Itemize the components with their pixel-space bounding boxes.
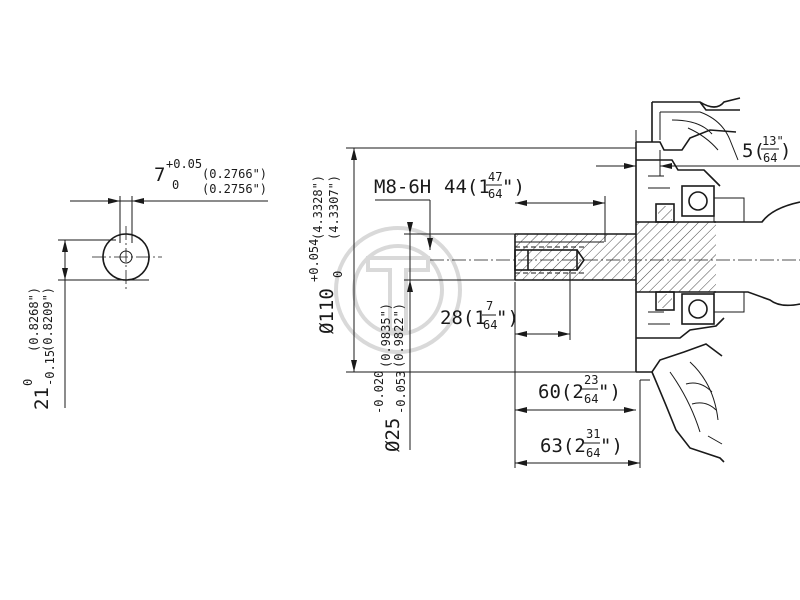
dim-60-den: 64 [584, 392, 598, 406]
dim-5: 5( 13" 64 ) [596, 130, 800, 176]
dim-60-close: ") [598, 381, 621, 403]
shaft-tol-upper: -0.020 [372, 371, 386, 414]
dim-63: 63(2 31 64 ") [515, 380, 641, 468]
keyway-width-tol-lower: 0 [172, 178, 179, 192]
flange-dia: Ø110 [316, 288, 338, 334]
shaft-tol-lower: -0.053 [394, 371, 408, 414]
keyway-depth-inch-upper: (0.8268") [27, 287, 41, 352]
watermark-logo [334, 226, 462, 354]
flange-tol-lower: 0 [331, 271, 345, 278]
dim-44: 44(1 47 64 ") [444, 170, 606, 242]
dim-63-main: 63(2 [540, 435, 586, 457]
dim-5-den: 64 [763, 151, 777, 165]
dim-5-close: ) [780, 140, 791, 162]
dim-44-close: ") [502, 176, 525, 198]
dim-flange-diameter: Ø110 +0.054 0 (4.3328") (4.3307") [307, 147, 636, 373]
thread-label: M8-6H [374, 176, 431, 198]
dim-63-num: 31 [586, 427, 600, 441]
thread-callout: M8-6H [374, 176, 433, 250]
dim-44-main: 44(1 [444, 176, 490, 198]
dim-44-num: 47 [488, 170, 502, 184]
keyway-depth-inch-lower: (0.8209") [41, 287, 55, 352]
shaft-inch-lower: (0.9822") [392, 303, 406, 368]
dim-63-close: ") [600, 435, 623, 457]
flange-inch-upper: (4.3328") [311, 175, 325, 240]
dim-60: 60(2 23 64 ") [514, 282, 636, 468]
keyway-depth-value: 21 [31, 387, 53, 410]
dim-60-main: 60(2 [538, 381, 584, 403]
keyway-depth-tol-lower: -0.15 [43, 350, 57, 386]
dim-44-den: 64 [488, 187, 502, 201]
dim-28-close: ") [496, 307, 519, 329]
dim-5-main: 5( [742, 140, 765, 162]
dim-shaft-diameter: Ø25 -0.020 -0.053 (0.9835") (0.9822") [372, 222, 515, 452]
dim-60-num: 23 [584, 373, 598, 387]
keyway-width-inch-lower: (0.2756") [202, 182, 267, 196]
dim-28-num: 7 [486, 299, 493, 313]
dim-5-num: 13" [762, 134, 784, 148]
keyway-width-inch-upper: (0.2766") [202, 167, 267, 181]
flange-tol-upper: +0.054 [307, 239, 321, 282]
dim-28-main: 28(1 [440, 307, 486, 329]
keyway-width-dimension: 7 +0.05 0 (0.2766") (0.2756") [70, 157, 268, 234]
output-shaft [430, 221, 800, 293]
keyway-width-value: 7 [154, 164, 165, 186]
dim-28-den: 64 [483, 318, 497, 332]
keyway-depth-tol-upper: 0 [21, 379, 35, 386]
dim-28: 28(1 7 64 ") [440, 270, 571, 340]
keyway-width-tol-upper: +0.05 [166, 157, 202, 171]
shaft-inch-upper: (0.9835") [379, 303, 393, 368]
keyway-depth-dimension: 21 0 -0.15 (0.8268") (0.8209") [21, 239, 149, 410]
dim-63-den: 64 [586, 446, 600, 460]
flange-inch-lower: (4.3307") [327, 175, 341, 240]
shaft-dia: Ø25 [382, 418, 404, 452]
